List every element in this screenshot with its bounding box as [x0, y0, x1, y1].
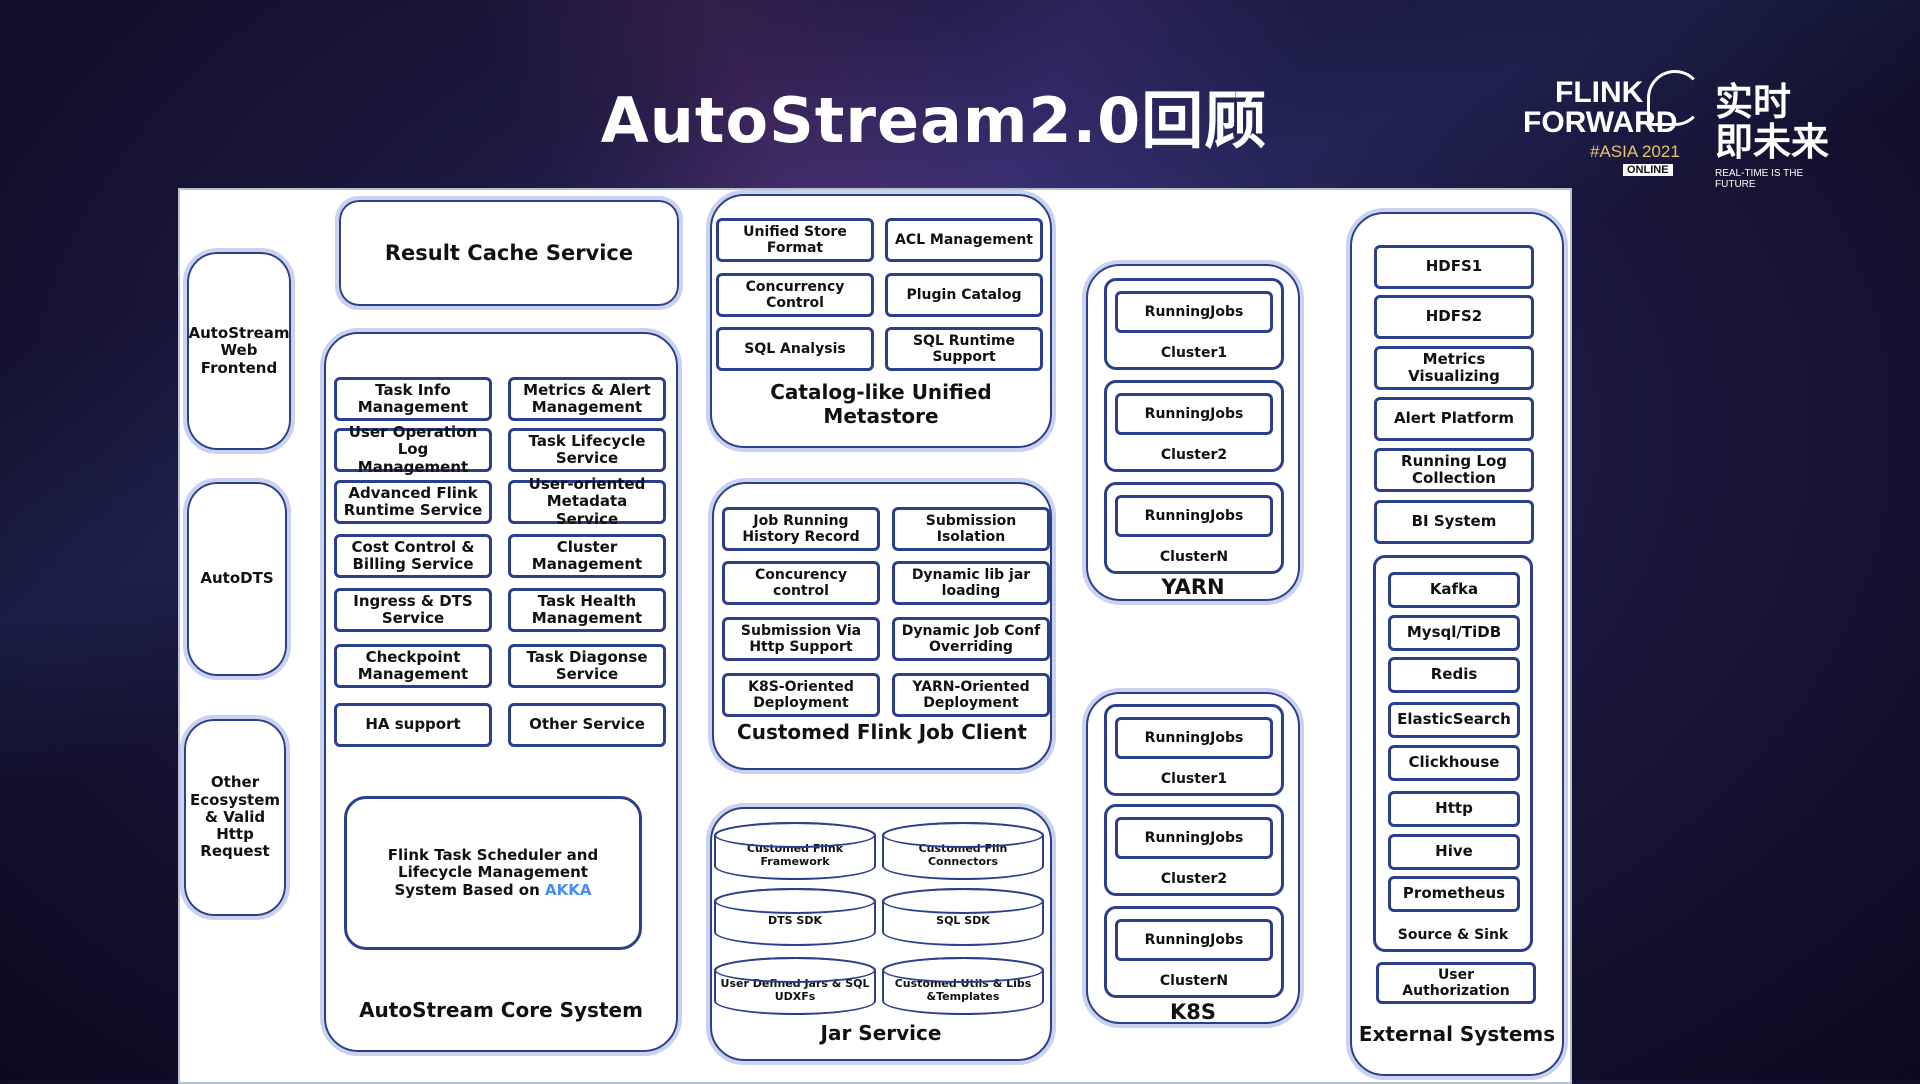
job-client-item-dynamic-job-conf-overriding: Dynamic Job Conf Overriding	[892, 617, 1050, 661]
flink-forward-logo: FLINK FORWARD #ASIA 2021 ONLINE 实时即未来 RE…	[1515, 70, 1835, 190]
core-item-ingress-dts-service: Ingress & DTS Service	[334, 588, 492, 632]
running-jobs-box: RunningJobs	[1115, 817, 1273, 859]
external-label: External Systems	[1358, 1022, 1556, 1046]
source-item-redis: Redis	[1388, 657, 1520, 693]
running-jobs-box: RunningJobs	[1115, 393, 1273, 435]
core-item-ha-support: HA support	[334, 703, 492, 747]
jar-service-label: Jar Service	[820, 1021, 942, 1045]
metastore-item-acl-management: ACL Management	[885, 218, 1043, 262]
scheduler-text: Flink Task Scheduler and Lifecycle Manag…	[387, 846, 599, 899]
core-item-metrics-alert-management: Metrics & Alert Management	[508, 377, 666, 421]
cluster-label: ClusterN	[1159, 549, 1229, 565]
source-sink-label: Source & Sink	[1397, 927, 1509, 943]
external-item-hdfs2: HDFS2	[1374, 295, 1534, 339]
logo-flink: FLINK	[1555, 76, 1644, 109]
metastore-item-sql-analysis: SQL Analysis	[716, 327, 874, 371]
jar-cylinder-sql-sdk: SQL SDK	[882, 888, 1044, 946]
job-client-item-job-running-history-record: Job Running History Record	[722, 507, 880, 551]
yarn-label: YARN	[1161, 575, 1225, 599]
running-jobs-box: RunningJobs	[1115, 919, 1273, 961]
jar-cylinder-customed-flin-connectors: Customed Flin Connectors	[882, 822, 1044, 880]
logo-cn-line2: 即未来	[1715, 120, 1830, 164]
metastore-item-sql-runtime-support: SQL Runtime Support	[885, 327, 1043, 371]
user-authorization-box: User Authorization	[1376, 962, 1536, 1004]
metastore-item-concurrency-control: Concurrency Control	[716, 273, 874, 317]
running-jobs-box: RunningJobs	[1115, 291, 1273, 333]
source-item-http: Http	[1388, 791, 1520, 827]
source-item-kafka: Kafka	[1388, 572, 1520, 608]
source-item-hive: Hive	[1388, 834, 1520, 870]
core-system-label: AutoStream Core System	[359, 998, 643, 1022]
job-client-item-k8s-oriented-deployment: K8S-Oriented Deployment	[722, 673, 880, 717]
core-item-user-operation-log-management: User Operation Log Management	[334, 424, 492, 475]
running-jobs-box: RunningJobs	[1115, 717, 1273, 759]
jar-cylinder-customed-utils-libs-templates: Customed Utils & Libs &Templates	[882, 957, 1044, 1015]
akka-text: AKKA	[545, 880, 592, 899]
jar-cylinder-customed-flink-framework: Customed Flink Framework	[714, 822, 876, 880]
logo-online: ONLINE	[1623, 164, 1673, 176]
source-item-elasticsearch: ElasticSearch	[1388, 702, 1520, 738]
core-item-user-oriented-metadata-service: User-oriented Metadata Service	[508, 476, 666, 527]
core-item-task-diagonse-service: Task Diagonse Service	[508, 644, 666, 688]
job-client-item-submission-isolation: Submission Isolation	[892, 507, 1050, 551]
source-item-prometheus: Prometheus	[1388, 876, 1520, 912]
core-item-cluster-management: Cluster Management	[508, 534, 666, 578]
core-item-other-service: Other Service	[508, 703, 666, 747]
job-client-item-yarn-oriented-deployment: YARN-Oriented Deployment	[892, 673, 1050, 717]
core-item-advanced-flink-runtime-service: Advanced Flink Runtime Service	[334, 480, 492, 524]
k8s-label: K8S	[1169, 1000, 1216, 1024]
scheduler-box: Flink Task Scheduler and Lifecycle Manag…	[344, 796, 642, 950]
external-item-hdfs1: HDFS1	[1374, 245, 1534, 289]
logo-asia: #ASIA 2021	[1590, 142, 1680, 161]
metastore-label: Catalog-like Unified Metastore	[770, 380, 992, 428]
external-item-bi-system: BI System	[1374, 500, 1534, 544]
external-item-alert-platform: Alert Platform	[1374, 397, 1534, 441]
external-item-running-log-collection: Running Log Collection	[1374, 448, 1534, 492]
core-item-checkpoint-management: Checkpoint Management	[334, 644, 492, 688]
metastore-item-unified-store-format: Unified Store Format	[716, 218, 874, 262]
cluster-label: ClusterN	[1159, 973, 1229, 989]
logo-tagline: REAL-TIME IS THE FUTURE	[1715, 168, 1804, 190]
web-frontend-box: AutoStream Web Frontend	[183, 248, 295, 454]
page-title: AutoStream2.0回顾	[600, 84, 1268, 157]
job-client-item-dynamic-lib-jar-loading: Dynamic lib jar loading	[892, 561, 1050, 605]
job-client-item-submission-via-http-support: Submission Via Http Support	[722, 617, 880, 661]
other-ecosystem-box: Other Ecosystem & Valid Http Request	[180, 715, 290, 920]
core-item-task-info-management: Task Info Management	[334, 377, 492, 421]
cluster-label: Cluster2	[1160, 447, 1228, 463]
autodts-box: AutoDTS	[183, 478, 291, 680]
running-jobs-box: RunningJobs	[1115, 495, 1273, 537]
source-item-clickhouse: Clickhouse	[1388, 745, 1520, 781]
job-client-item-concurency-control: Concurency control	[722, 561, 880, 605]
external-item-metrics-visualizing: Metrics Visualizing	[1374, 346, 1534, 390]
core-item-task-health-management: Task Health Management	[508, 588, 666, 632]
result-cache-box: Result Cache Service	[335, 196, 683, 310]
job-client-label: Customed Flink Job Client	[737, 720, 1027, 744]
metastore-item-plugin-catalog: Plugin Catalog	[885, 273, 1043, 317]
cluster-label: Cluster1	[1160, 345, 1228, 361]
core-item-cost-control-billing-service: Cost Control & Billing Service	[334, 534, 492, 578]
logo-forward: FORWARD	[1523, 106, 1678, 139]
source-item-mysql-tidb: Mysql/TiDB	[1388, 615, 1520, 651]
jar-cylinder-user-defined-jars-sql-udxfs: User Defined Jars & SQL UDXFs	[714, 957, 876, 1015]
cluster-label: Cluster2	[1160, 871, 1228, 887]
logo-cn: 实时即未来	[1715, 82, 1829, 162]
squirrel-logo-icon	[1647, 70, 1703, 126]
logo-cn-line1: 实时	[1715, 80, 1792, 124]
core-item-task-lifecycle-service: Task Lifecycle Service	[508, 428, 666, 472]
jar-cylinder-dts-sdk: DTS SDK	[714, 888, 876, 946]
cluster-label: Cluster1	[1160, 771, 1228, 787]
